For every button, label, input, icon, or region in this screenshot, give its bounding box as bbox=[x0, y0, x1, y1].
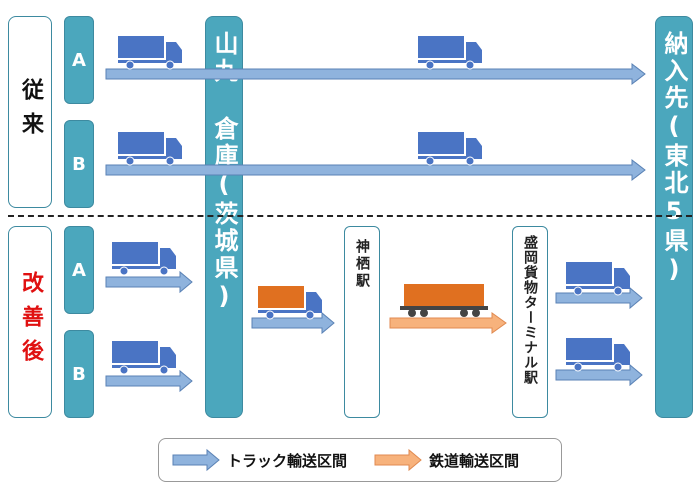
container-truck-icon bbox=[257, 285, 323, 320]
truck-icon bbox=[565, 261, 631, 296]
freight-train-icon bbox=[400, 284, 488, 317]
truck-icon bbox=[111, 241, 177, 276]
after-label: 改善後 bbox=[18, 271, 43, 373]
before-route-b-label: B bbox=[72, 153, 86, 175]
truck-icon bbox=[117, 131, 183, 166]
destination-node: 納入先(東北5県) bbox=[655, 16, 693, 418]
morioka-terminal-node: 盛岡貨物ターミナル駅 bbox=[512, 226, 548, 418]
rail-arrow-icon bbox=[374, 448, 422, 472]
before-label-box: 従来 bbox=[8, 16, 52, 208]
after-route-b-label: B bbox=[72, 363, 86, 385]
morioka-terminal-label: 盛岡貨物ターミナル駅 bbox=[522, 235, 538, 385]
arrow-warehouse-to-station bbox=[251, 311, 335, 335]
arrow-after-a bbox=[105, 270, 193, 294]
after-label-box: 改善後 bbox=[8, 226, 52, 418]
before-route-a: A bbox=[64, 16, 94, 104]
arrow-before-b bbox=[105, 158, 646, 182]
arrow-terminal-to-dest-a bbox=[555, 286, 643, 310]
arrow-terminal-to-dest-b bbox=[555, 363, 643, 387]
after-route-b: B bbox=[64, 330, 94, 418]
truck-icon bbox=[417, 35, 483, 70]
after-route-a: A bbox=[64, 226, 94, 314]
before-route-a-label: A bbox=[72, 49, 86, 71]
legend-rail-label: 鉄道輸送区間 bbox=[429, 451, 520, 470]
truck-icon bbox=[417, 131, 483, 166]
arrow-after-b bbox=[105, 369, 193, 393]
truck-icon bbox=[111, 340, 177, 375]
truck-icon bbox=[565, 337, 631, 372]
before-route-b: B bbox=[64, 120, 94, 208]
arrow-rail bbox=[389, 312, 507, 334]
after-route-a-label: A bbox=[72, 259, 86, 281]
before-after-divider bbox=[8, 215, 692, 217]
legend-truck-label: トラック輸送区間 bbox=[227, 451, 348, 470]
kamisu-station-label: 神栖駅 bbox=[354, 239, 370, 290]
arrow-before-a bbox=[105, 62, 646, 86]
legend: トラック輸送区間 鉄道輸送区間 bbox=[158, 438, 562, 482]
destination-label: 納入先(東北5県) bbox=[660, 31, 688, 286]
before-label: 従来 bbox=[18, 78, 43, 146]
truck-arrow-icon bbox=[172, 448, 220, 472]
truck-icon bbox=[117, 35, 183, 70]
kamisu-station-node: 神栖駅 bbox=[344, 226, 380, 418]
